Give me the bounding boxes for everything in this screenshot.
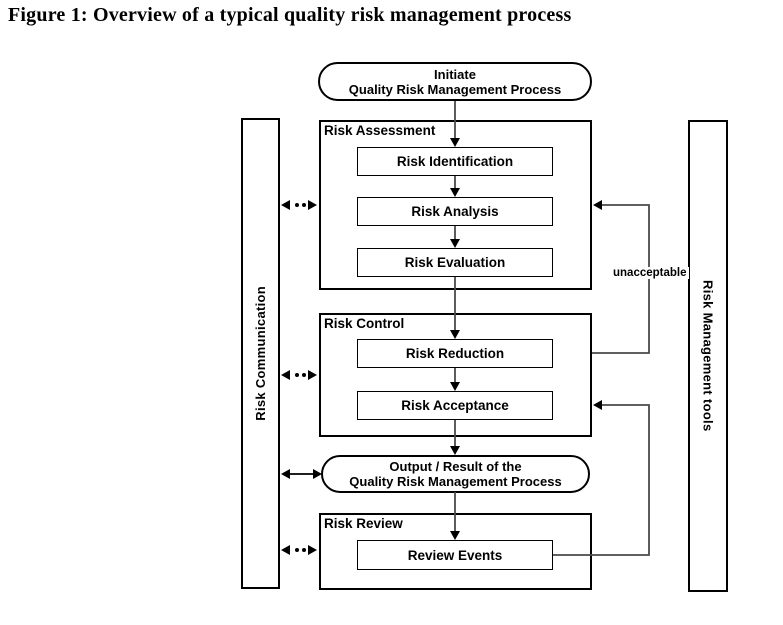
risk-management-tools-label: Risk Management tools: [700, 280, 716, 432]
risk-evaluation-box: Risk Evaluation: [357, 248, 553, 277]
risk-communication-label: Risk Communication: [253, 286, 268, 421]
output-line1: Output / Result of the: [389, 459, 522, 474]
risk-management-tools-bar: Risk Management tools: [688, 120, 728, 592]
initiate-line1: Initiate: [434, 66, 476, 82]
dotted-arrow-left-icon: [281, 200, 290, 210]
initiate-node: Initiate Quality Risk Management Process: [318, 62, 592, 101]
output-line2: Quality Risk Management Process: [349, 474, 562, 489]
unacceptable-feedback-line: [592, 204, 650, 354]
figure-title: Figure 1: Overview of a typical quality …: [8, 4, 572, 26]
risk-communication-bar: Risk Communication: [241, 118, 280, 589]
output-node: Output / Result of the Quality Risk Mana…: [321, 455, 590, 493]
risk-analysis-box: Risk Analysis: [357, 197, 553, 226]
initiate-line2: Quality Risk Management Process: [348, 81, 562, 97]
arrowhead-left-icon: [593, 200, 602, 210]
risk-review-label: Risk Review: [324, 516, 403, 531]
risk-acceptance-box: Risk Acceptance: [357, 391, 553, 420]
risk-identification-box: Risk Identification: [357, 147, 553, 176]
dotted-arrow-left-icon: [281, 370, 290, 380]
risk-control-label: Risk Control: [324, 316, 405, 331]
risk-reduction-box: Risk Reduction: [357, 339, 553, 368]
unacceptable-annotation: unacceptable: [611, 267, 689, 279]
dotted-arrow-right-icon: [308, 200, 317, 210]
double-arrow-left-icon: [281, 469, 290, 479]
arrowhead-down-icon: [450, 446, 460, 455]
dotted-arrow-right-icon: [308, 370, 317, 380]
arrowhead-left-icon: [593, 400, 602, 410]
review-events-box: Review Events: [357, 540, 553, 570]
dotted-arrow-left-icon: [281, 545, 290, 555]
dotted-arrow-right-icon: [308, 545, 317, 555]
risk-assessment-label: Risk Assessment: [324, 123, 436, 138]
